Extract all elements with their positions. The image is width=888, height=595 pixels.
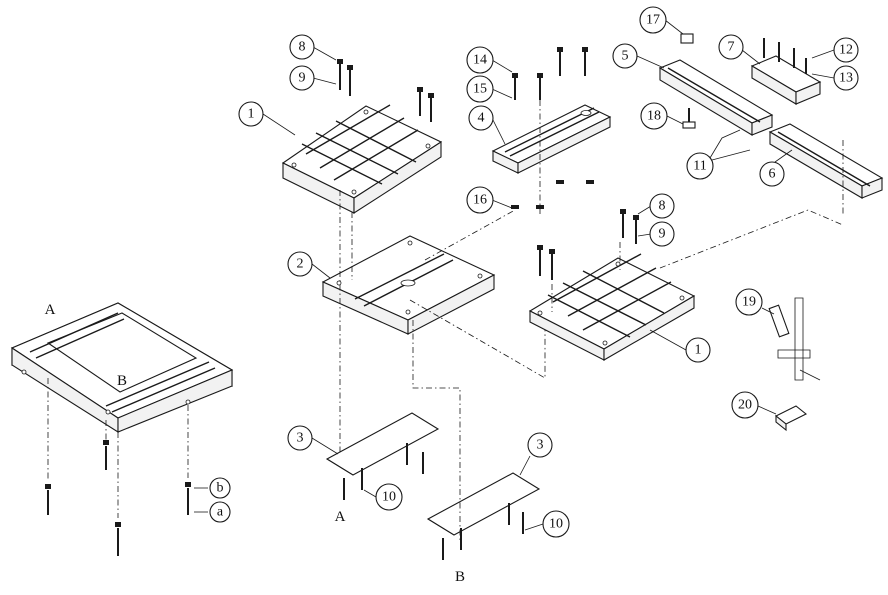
svg-text:9: 9 <box>299 71 306 86</box>
svg-text:16: 16 <box>473 193 487 208</box>
svg-text:B: B <box>455 569 465 585</box>
part-1-upper-table <box>281 104 443 215</box>
svg-text:2: 2 <box>297 257 304 272</box>
svg-text:8: 8 <box>659 199 666 214</box>
svg-text:5: 5 <box>622 49 629 64</box>
callout-7: 7 <box>718 34 761 65</box>
svg-text:19: 19 <box>742 295 756 310</box>
callout-17: 17 <box>639 6 684 35</box>
svg-text:13: 13 <box>839 71 853 86</box>
callout-10-b: 10 <box>524 510 570 538</box>
callout-13: 13 <box>811 65 859 91</box>
callout-11: 11 <box>686 129 751 180</box>
svg-text:8: 8 <box>299 40 306 55</box>
label-a-bottom: A <box>335 509 346 525</box>
svg-text:6: 6 <box>769 167 776 182</box>
assembled-base-bolts <box>45 378 191 556</box>
svg-text:a: a <box>217 505 224 520</box>
callout-9-upper: 9 <box>289 65 337 91</box>
svg-text:A: A <box>45 302 56 318</box>
part-7-bracket <box>750 38 822 105</box>
part-3-plate-b <box>426 472 541 560</box>
svg-text:12: 12 <box>839 43 853 58</box>
label-b-bottom: B <box>455 569 465 585</box>
callout-8-lower: 8 <box>637 193 675 219</box>
part-20-clamp-shoe <box>774 405 808 432</box>
callout-6: 6 <box>759 149 793 187</box>
svg-text:20: 20 <box>738 398 752 413</box>
svg-text:b: b <box>217 481 224 496</box>
label-small-b: b <box>194 477 231 499</box>
part-19-clamp <box>768 297 821 381</box>
callout-9-lower: 9 <box>637 221 675 247</box>
svg-text:14: 14 <box>473 53 487 68</box>
svg-text:11: 11 <box>693 159 706 174</box>
callout-8-upper: 8 <box>289 34 337 61</box>
svg-text:1: 1 <box>695 343 702 358</box>
part-18-tnut <box>682 108 696 129</box>
label-b-top: B <box>117 373 127 389</box>
callout-18: 18 <box>640 102 684 130</box>
part-3-plate-a <box>325 412 440 500</box>
svg-text:9: 9 <box>659 227 666 242</box>
part-2-middle-plate <box>321 235 496 335</box>
callout-5: 5 <box>612 43 665 69</box>
svg-text:3: 3 <box>537 438 544 453</box>
assembled-base <box>10 302 234 433</box>
callout-1-lower: 1 <box>649 329 711 363</box>
label-a-top: A <box>45 302 56 318</box>
svg-text:A: A <box>335 509 346 525</box>
part-5-fence <box>658 59 774 136</box>
svg-text:3: 3 <box>297 431 304 446</box>
callout-16: 16 <box>466 186 513 214</box>
part-1-bolts <box>337 59 434 122</box>
svg-text:4: 4 <box>478 111 485 126</box>
callout-2: 2 <box>287 251 331 279</box>
svg-text:18: 18 <box>647 109 661 124</box>
svg-text:7: 7 <box>728 40 735 55</box>
svg-text:10: 10 <box>549 517 563 532</box>
callout-3-a: 3 <box>287 425 339 455</box>
svg-text:B: B <box>117 373 127 389</box>
callout-10-a: 10 <box>363 483 403 511</box>
callout-19: 19 <box>735 288 775 316</box>
callout-20: 20 <box>731 391 777 419</box>
callout-1-upper: 1 <box>238 101 296 136</box>
callout-12: 12 <box>811 37 859 63</box>
part-4-bolts <box>511 47 594 209</box>
callout-15: 15 <box>466 75 513 103</box>
callout-3-b: 3 <box>519 432 553 476</box>
svg-text:1: 1 <box>248 107 255 122</box>
part-6-fence <box>768 123 884 199</box>
svg-text:10: 10 <box>382 490 396 505</box>
svg-text:15: 15 <box>473 82 487 97</box>
callout-4: 4 <box>468 105 506 145</box>
part-17-knob <box>680 33 694 44</box>
part-1-lower-bolts <box>537 209 639 280</box>
part-1-lower-table <box>528 253 696 361</box>
part-4-rail <box>491 104 612 174</box>
callout-14: 14 <box>466 46 513 74</box>
assembly-lines <box>339 100 844 540</box>
svg-text:17: 17 <box>646 13 660 28</box>
label-small-a: a <box>194 501 231 523</box>
